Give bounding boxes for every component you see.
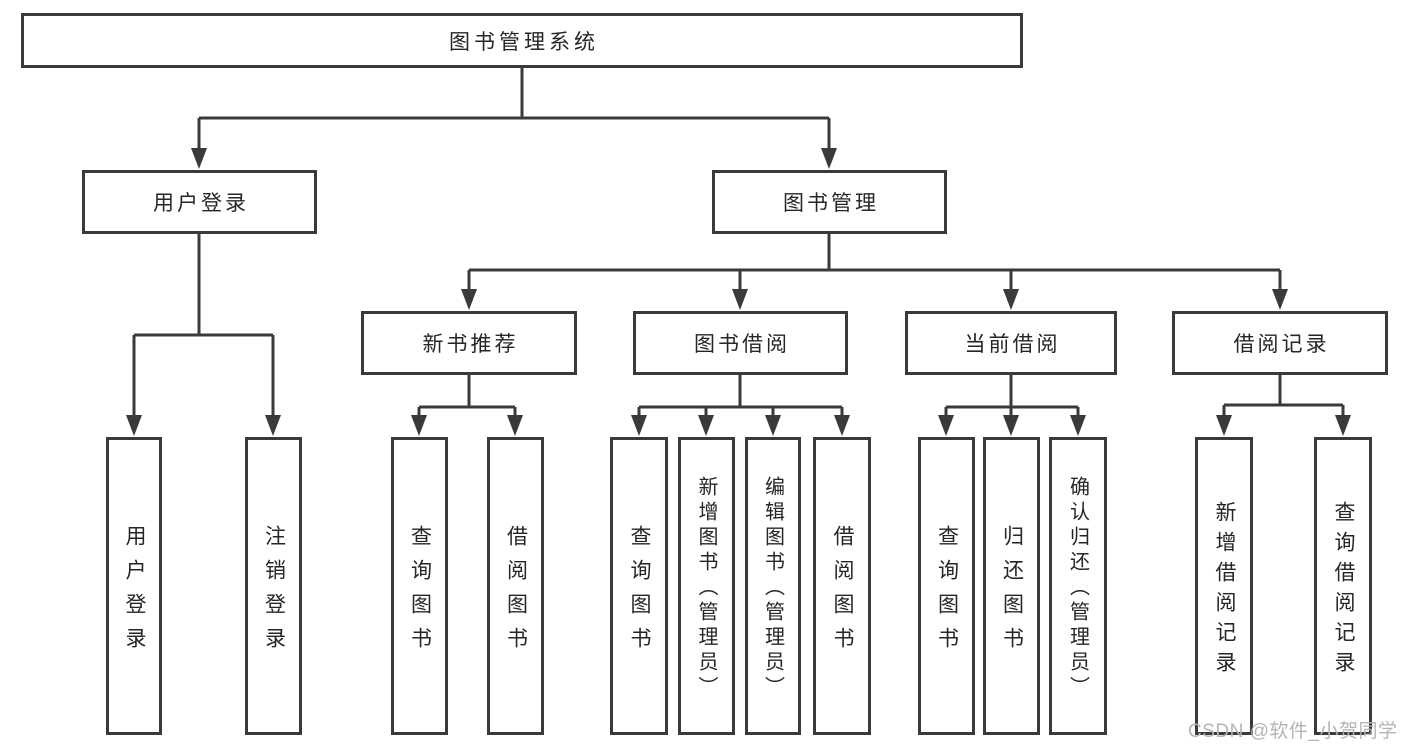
leaf-query-borrow-record: 查询借阅记录: [1314, 437, 1372, 735]
csdn-watermark: CSDN @软件_小贺同学: [1188, 721, 1398, 742]
arrow-icon: [1335, 415, 1351, 436]
node-book-borrowing: 图书借阅: [633, 311, 848, 375]
node-new-book-recommend: 新书推荐: [361, 311, 577, 375]
arrow-icon: [1070, 415, 1086, 436]
leaf-edit-book-admin: 编辑图书（管理员）: [745, 437, 801, 735]
arrow-icon: [1003, 415, 1019, 436]
arrow-icon: [126, 415, 142, 436]
connector-new-book-recommend-to-leaves: [417, 375, 517, 417]
node-user-login: 用户登录: [82, 170, 317, 234]
node-label: 借阅图书: [504, 524, 528, 661]
leaf-add-book-admin: 新增图书（管理员）: [678, 437, 735, 735]
arrow-icon: [698, 415, 714, 436]
leaf-borrow-books-2: 借阅图书: [813, 437, 871, 735]
node-label: 查询图书: [935, 524, 959, 661]
node-label: 查询借阅记录: [1332, 500, 1355, 681]
node-label: 新增图书（管理员）: [695, 476, 717, 701]
arrow-icon: [821, 148, 837, 169]
connector-user-login-to-leaves: [132, 234, 275, 417]
node-label: 归还图书: [1000, 524, 1024, 661]
arrow-icon: [631, 415, 647, 436]
connector-current-borrowing-to-leaves: [944, 375, 1080, 417]
node-label: 用户登录: [123, 524, 146, 661]
leaf-user-login: 用户登录: [106, 437, 162, 735]
leaf-query-books-2: 查询图书: [610, 437, 668, 735]
arrow-icon: [411, 415, 427, 436]
node-label: 图书管理系统: [449, 30, 599, 54]
leaf-query-books-1: 查询图书: [391, 437, 448, 735]
connector-book-management-to-level3: [467, 234, 1282, 291]
node-label: 查询图书: [408, 524, 432, 661]
connector-book-borrowing-to-leaves: [637, 375, 844, 417]
arrow-icon: [938, 415, 954, 436]
arrow-icon: [507, 415, 523, 436]
node-label: 确认归还（管理员）: [1066, 476, 1089, 701]
arrow-icon: [732, 289, 748, 310]
node-label: 查询图书: [628, 524, 651, 661]
node-label: 编辑图书（管理员）: [761, 476, 784, 701]
connector-root-to-level2: [197, 68, 831, 150]
node-current-borrowing: 当前借阅: [905, 311, 1117, 375]
node-library-management-system: 图书管理系统: [21, 13, 1023, 68]
node-label: 图书管理: [783, 192, 879, 215]
node-label: 注销登录: [262, 524, 286, 661]
node-label: 用户登录: [153, 192, 249, 215]
arrow-icon: [1216, 415, 1232, 436]
arrow-icon: [765, 415, 781, 436]
leaf-borrow-books-1: 借阅图书: [487, 437, 544, 735]
node-label: 图书借阅: [694, 333, 790, 356]
arrow-icon: [1003, 289, 1019, 310]
node-label: 借阅图书: [831, 524, 854, 661]
node-label: 借阅记录: [1233, 333, 1330, 356]
leaf-return-book: 归还图书: [983, 437, 1040, 735]
leaf-logout: 注销登录: [245, 437, 302, 735]
leaf-confirm-return-admin: 确认归还（管理员）: [1049, 437, 1107, 735]
node-label: 新书推荐: [422, 333, 519, 356]
leaf-query-books-3: 查询图书: [918, 437, 975, 735]
node-book-management: 图书管理: [712, 170, 947, 234]
node-borrowing-records: 借阅记录: [1172, 311, 1388, 375]
leaf-add-borrow-record: 新增借阅记录: [1195, 437, 1253, 735]
connector-borrowing-records-to-leaves: [1222, 375, 1345, 417]
arrow-icon: [461, 289, 477, 310]
arrow-icon: [1272, 289, 1288, 310]
arrow-icon: [834, 415, 850, 436]
node-label: 当前借阅: [964, 333, 1061, 356]
arrow-icon: [265, 415, 281, 436]
node-label: 新增借阅记录: [1213, 500, 1236, 681]
arrow-icon: [191, 148, 207, 169]
